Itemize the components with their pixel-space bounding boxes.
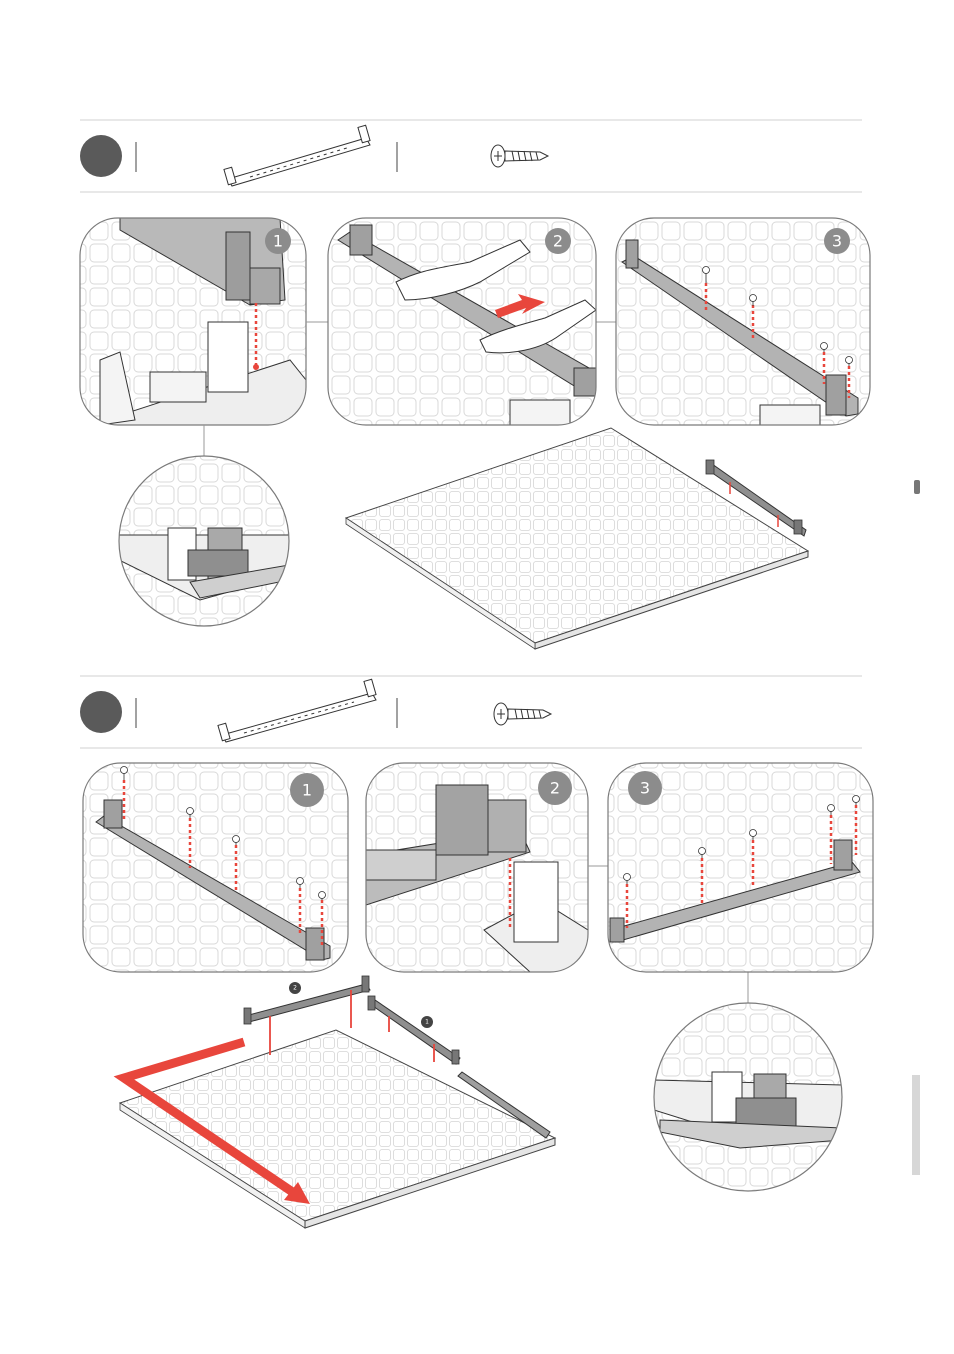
svg-text:2: 2 xyxy=(293,985,297,992)
panel-number: 1 xyxy=(302,781,312,800)
panel-number: 2 xyxy=(550,779,560,798)
margin-marks xyxy=(912,480,920,1175)
step-2-panel-3: 3 xyxy=(608,763,873,972)
panel-number: 3 xyxy=(640,779,650,798)
panel-number: 2 xyxy=(553,232,563,251)
sequence-marker: 2 xyxy=(289,982,301,994)
step-1-panel-3: 3 xyxy=(616,218,870,430)
screw-icon xyxy=(494,703,551,725)
step-1-detail-zoom xyxy=(119,456,289,626)
step-2-header xyxy=(80,676,862,748)
step-2-panel-1: 1 xyxy=(83,763,348,972)
step-1-panel-1: 1 xyxy=(80,218,306,425)
rail-part-icon xyxy=(224,125,370,186)
panel-number: 3 xyxy=(832,232,842,251)
sequence-marker: 1 xyxy=(421,1016,433,1028)
svg-text:1: 1 xyxy=(425,1019,429,1026)
step-2-detail-zoom xyxy=(654,1003,842,1191)
step-1-header xyxy=(80,120,862,192)
step-2-overview: 2 1 xyxy=(120,976,555,1228)
step-1-panel-2: 2 xyxy=(328,218,596,430)
rail-part-icon xyxy=(218,679,376,742)
screw-icon xyxy=(491,145,548,167)
step-2-circle xyxy=(80,691,122,733)
step-1-circle xyxy=(80,135,122,177)
panel-number: 1 xyxy=(273,232,283,251)
step-1-overview xyxy=(346,428,808,649)
step-2-panel-2: 2 xyxy=(366,763,588,972)
